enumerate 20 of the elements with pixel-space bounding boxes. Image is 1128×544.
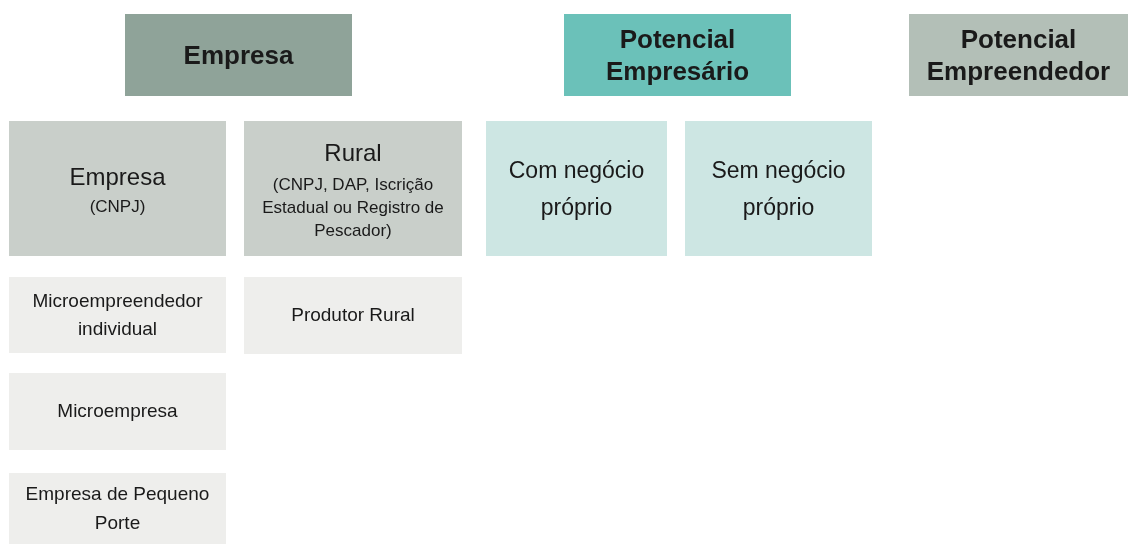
category-box — [486, 121, 667, 256]
box-label: Produtor Rural — [291, 303, 415, 328]
box-label: Empresa — [69, 161, 166, 192]
header-box — [909, 14, 1128, 96]
box-label: Empresa de Pequeno Porte — [24, 482, 211, 535]
box-label: Microempresa — [57, 399, 178, 424]
box-subtitle: (CNPJ) — [89, 196, 146, 219]
header-box — [564, 14, 791, 96]
box-label: Empresa — [183, 38, 294, 72]
category-box — [9, 121, 226, 256]
category-box — [685, 121, 872, 256]
box-label: Potencial Empresário — [604, 22, 751, 88]
header-box — [125, 14, 352, 96]
box-label: Rural — [324, 137, 382, 168]
box-label: Sem negócio próprio — [710, 155, 847, 222]
box-subtitle: (CNPJ, DAP, Iscrição Estadual ou Registro de Pescador) — [261, 174, 445, 243]
box-label: Com negócio próprio — [507, 155, 646, 222]
box-label: Microempreendedor individual — [31, 288, 204, 341]
category-box — [244, 121, 462, 256]
box-label: Potencial Empreendedor — [925, 22, 1112, 88]
